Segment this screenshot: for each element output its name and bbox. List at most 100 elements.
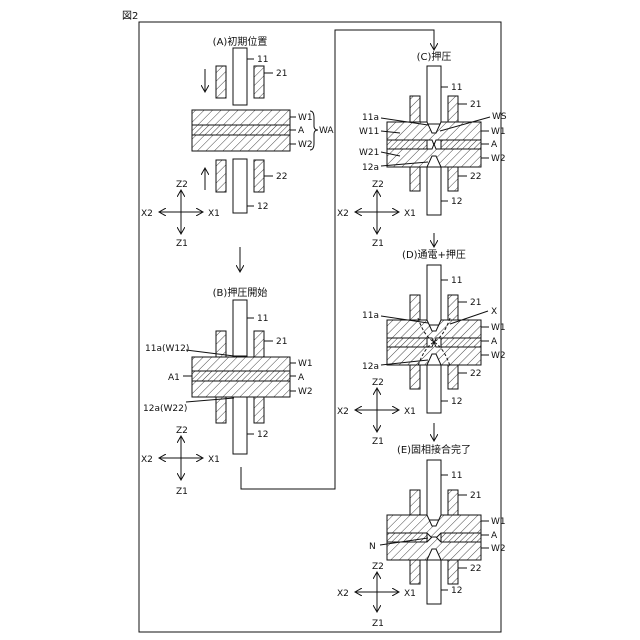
axis-z2: Z2	[176, 426, 188, 436]
electrode-11	[427, 66, 441, 124]
label-w2: W2	[491, 351, 506, 361]
adhesive-a	[192, 125, 290, 135]
label-12: 12	[257, 430, 268, 440]
holder-21-left	[410, 490, 420, 516]
label-a: A	[491, 531, 498, 541]
label-12: 12	[451, 586, 462, 596]
label-21: 21	[470, 491, 481, 501]
label-a: A	[491, 337, 498, 347]
holder-21-left	[216, 66, 226, 98]
axis-z2: Z2	[372, 378, 384, 388]
label-ws: WS	[492, 112, 507, 122]
axes-d: Z2 Z1 X1 X2	[337, 378, 416, 447]
holder-21-right	[254, 66, 264, 98]
label-w1: W1	[298, 359, 313, 369]
electrode-11	[233, 300, 247, 356]
holder-21-left	[410, 295, 420, 321]
panel-b: (B)押圧開始 11 21 11a(W12) W1 A1 A W2 12a(W2…	[141, 286, 313, 497]
holder-22-right	[254, 160, 264, 192]
label-12a: 12a	[362, 163, 379, 173]
label-21: 21	[470, 298, 481, 308]
panel-e: (E)固相接合完了 11 21 W1 A N W2 22 12 Z2	[337, 443, 506, 629]
label-22: 22	[470, 564, 481, 574]
holder-22-right	[448, 560, 458, 584]
holder-22-right	[448, 365, 458, 389]
holder-22-right	[448, 167, 458, 191]
axis-x1: X1	[208, 455, 220, 465]
holder-21-left	[216, 331, 226, 357]
axis-z2: Z2	[176, 180, 188, 190]
electrode-11	[427, 265, 441, 325]
label-w2: W2	[298, 140, 313, 150]
label-w2: W2	[298, 387, 313, 397]
electrode-12	[427, 560, 441, 604]
label-11: 11	[257, 55, 268, 65]
caption-c: (C)押圧	[417, 50, 452, 63]
adhesive-a-right	[441, 338, 481, 347]
workpiece-w1	[192, 357, 290, 371]
holder-22-left	[410, 167, 420, 191]
caption-b: (B)押圧開始	[213, 286, 268, 299]
label-a: A	[298, 373, 305, 383]
axis-x2: X2	[337, 407, 349, 417]
adhesive-a-right	[441, 140, 481, 149]
label-w1: W1	[491, 323, 506, 333]
adhesive-a-left	[387, 338, 427, 347]
label-x: X	[491, 307, 497, 317]
label-a: A	[298, 126, 305, 136]
axes-e: Z2 Z1 X1 X2	[337, 562, 416, 629]
label-w1: W1	[491, 517, 506, 527]
label-w1: W1	[298, 113, 313, 123]
label-21: 21	[276, 337, 287, 347]
holder-21-right	[448, 490, 458, 516]
figure-label: 図2	[122, 10, 138, 22]
axes-a: Z2 Z1 X1 X2	[141, 180, 220, 249]
axis-x2: X2	[337, 589, 349, 599]
electrode-12	[427, 167, 441, 215]
axes-c: Z2 Z1 X1 X2	[337, 180, 416, 249]
electrode-11	[233, 48, 247, 105]
label-11: 11	[451, 83, 462, 93]
axis-x1: X1	[404, 407, 416, 417]
electrode-12	[233, 397, 247, 454]
label-w2: W2	[491, 544, 506, 554]
label-12: 12	[451, 397, 462, 407]
holder-21-right	[448, 295, 458, 321]
holder-21-right	[254, 331, 264, 357]
axis-x2: X2	[141, 455, 153, 465]
axis-z1: Z1	[176, 487, 188, 497]
label-11a-w12: 11a(W12)	[145, 344, 189, 354]
workpiece-w2	[192, 381, 290, 397]
holder-21-right	[448, 96, 458, 122]
label-11: 11	[257, 314, 268, 324]
label-w2: W2	[491, 154, 506, 164]
axes-b: Z2 Z1 X1 X2	[141, 426, 220, 497]
axis-x1: X1	[404, 589, 416, 599]
label-11a: 11a	[362, 113, 379, 123]
holder-22-left	[216, 397, 226, 423]
label-w21: W21	[359, 148, 379, 158]
axis-z2: Z2	[372, 180, 384, 190]
electrode-12	[427, 365, 441, 413]
label-21: 21	[470, 100, 481, 110]
label-w1: W1	[491, 127, 506, 137]
adhesive-a-right	[441, 533, 481, 542]
adhesive-a	[192, 371, 290, 381]
panel-c: (C)押圧 11 21 11a WS W11 W1 A W21 W2 12a 2…	[337, 50, 507, 249]
caption-a: (A)初期位置	[213, 35, 268, 48]
label-11: 11	[451, 276, 462, 286]
label-12a-w22: 12a(W22)	[143, 404, 187, 414]
holder-21-left	[410, 96, 420, 122]
axis-x1: X1	[208, 209, 220, 219]
axis-z1: Z1	[372, 239, 384, 249]
axis-x2: X2	[141, 209, 153, 219]
label-n: N	[369, 542, 376, 552]
workpiece-w2	[192, 135, 290, 151]
panel-d: (D)通電+押圧 11 21 X 11a W1 A 12a W2 22 12	[337, 248, 506, 447]
label-a1: A1	[168, 373, 180, 383]
label-21: 21	[276, 69, 287, 79]
label-12a: 12a	[362, 362, 379, 372]
axis-z1: Z1	[372, 437, 384, 447]
label-22: 22	[470, 369, 481, 379]
holder-22-left	[410, 560, 420, 584]
